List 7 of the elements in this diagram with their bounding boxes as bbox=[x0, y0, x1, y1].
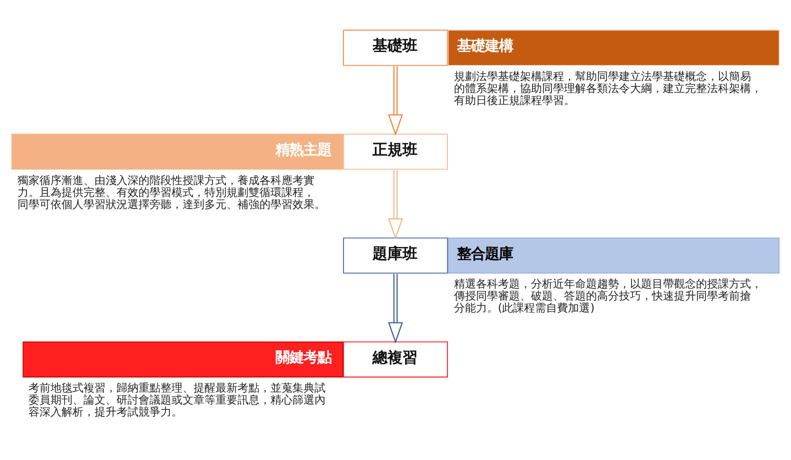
node-label: 考前地毯式複習，歸納重點整理、提醒最新考點，並蒐集典試委員期刊、論文、研討會議題或文章等重要訊息，精心篩選內容深入解析，提升考試競爭力。 bbox=[28, 382, 326, 419]
node-label: 規劃法學基礎架構課程，幫助同學建立法學基礎概念，以簡易的體系架構，協助同學理解各類法令大綱，建立完整法科架構，有助日後正規課程學習。 bbox=[454, 70, 762, 107]
node-label: 精選各科考題，分析近年命題趨勢，以題目帶觀念的授課方式，傳授同學審題、破題、答題的高分技巧，快速提升同學考前搶分能力。(此課程需自費加選) bbox=[454, 278, 762, 315]
arrow bbox=[388, 274, 403, 344]
node-label: 獨家循序漸進、由淺入深的階段性授課方式，養成各科應考實力。且為提供完整、有效的學習模式，特別規劃雙循環課程，同學可依個人學習狀況選擇旁聽，達到多元、補強的學習效果。 bbox=[17, 174, 326, 211]
arrow bbox=[388, 170, 403, 240]
arrow bbox=[388, 66, 403, 136]
